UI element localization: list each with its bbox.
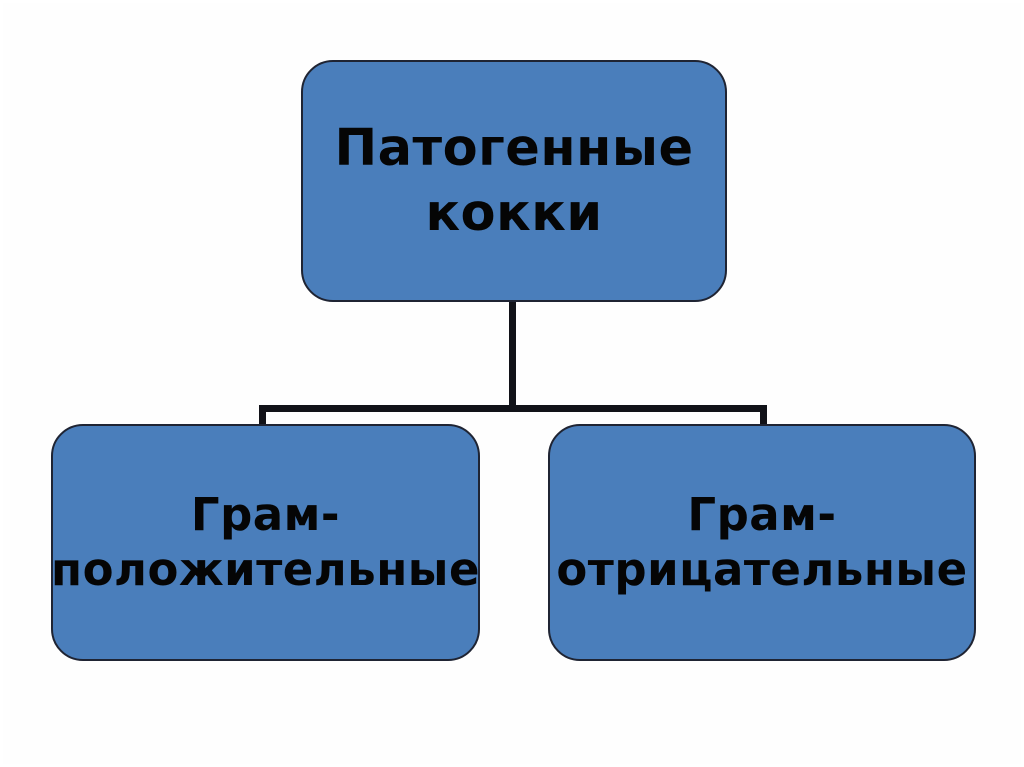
node-gram-positive[interactable]: Грам- положительные xyxy=(51,424,480,661)
node-gram-negative-label: Грам- отрицательные xyxy=(556,487,968,596)
connector-stem-vertical xyxy=(509,298,516,411)
node-gram-positive-label: Грам- положительные xyxy=(51,487,481,596)
node-pathogenic-cocci[interactable]: Патогенные кокки xyxy=(301,60,727,302)
connector-horizontal-bar xyxy=(259,405,767,412)
connector-drop-gram-positive xyxy=(259,405,266,429)
connector-drop-gram-negative xyxy=(760,405,767,429)
node-gram-negative[interactable]: Грам- отрицательные xyxy=(548,424,976,661)
node-pathogenic-cocci-label: Патогенные кокки xyxy=(334,118,694,243)
